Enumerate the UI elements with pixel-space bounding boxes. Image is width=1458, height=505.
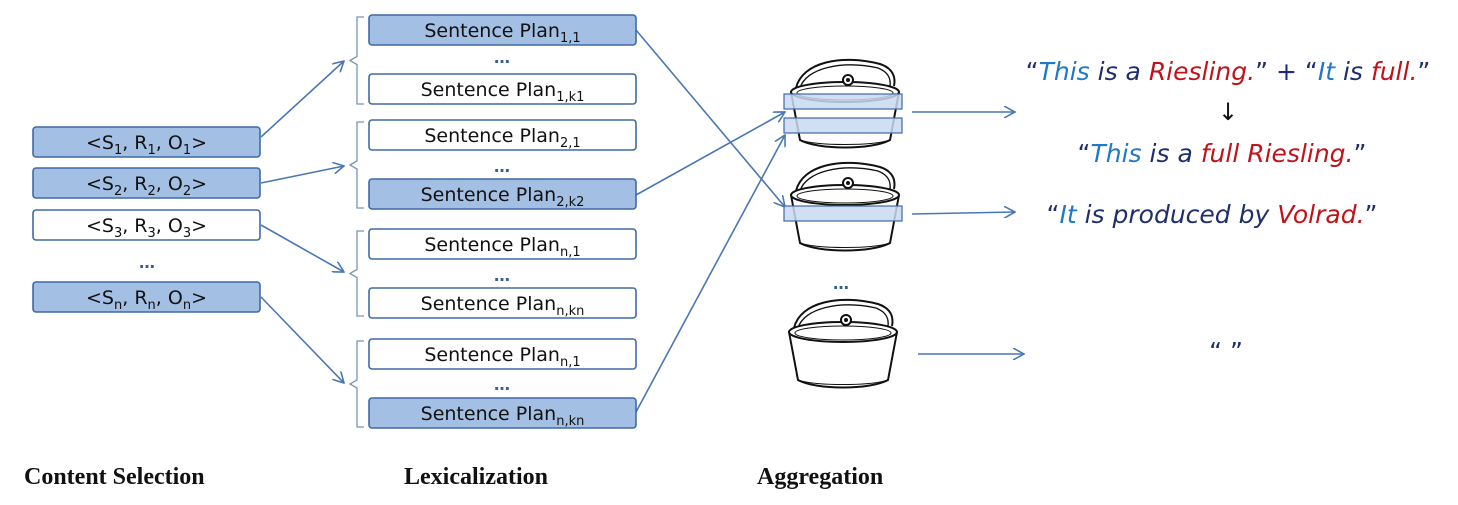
sentence-plan-box: Sentence Plann,kn (368, 397, 637, 429)
triple-box-rect (32, 209, 261, 241)
triple-text: <S1, R1, O1> (86, 132, 207, 158)
flow-arrow (911, 212, 1015, 214)
triple-box: <S2, R2, O2> (32, 167, 261, 199)
plan-ellipsis: … (494, 266, 510, 285)
sentence-plan-rect (368, 397, 637, 429)
bucket-ellipsis: … (833, 274, 849, 293)
sentence-plan-text: Sentence Plann,1 (424, 234, 580, 260)
bucket-icon (788, 298, 898, 389)
arrow-layer (260, 29, 1024, 413)
plan-ellipsis: … (494, 157, 510, 176)
sentence-plan-box: Sentence Plan1,k1 (368, 73, 637, 105)
sentence-plan-rect (368, 178, 637, 210)
bucket-sentence-strip (783, 93, 903, 110)
flow-arrow (635, 112, 785, 196)
sentence-plan-box: Sentence Plan1,1 (368, 14, 637, 46)
output-sentences: “This is a Riesling.” + “It is full.” ↓ “T… (1026, 57, 1431, 366)
sentence-plan-text: Sentence Plann,1 (424, 344, 580, 370)
plan-ellipsis: … (494, 375, 510, 394)
label-content-selection: Content Selection (24, 464, 205, 490)
sentence-plan-box: Sentence Plann,kn (368, 287, 637, 319)
plan-ellipsis: … (494, 48, 510, 67)
triple-box-rect (32, 126, 261, 158)
sentence-plan-text: Sentence Plan1,1 (424, 20, 580, 46)
sentence-plan-box: Sentence Plann,1 (368, 338, 637, 370)
label-lexicalization: Lexicalization (404, 464, 548, 490)
sentence-plan-rect (368, 73, 637, 105)
sentence-plan-rect (368, 338, 637, 370)
output-sentence-aggregated: “This is a full Riesling.” (1078, 139, 1367, 168)
sentence-plan-rect (368, 14, 637, 46)
output-sentence-input-pair: “This is a Riesling.” + “It is full.” (1026, 57, 1431, 86)
bucket-sentence-strip (783, 117, 903, 134)
sentence-plan-text: Sentence Plann,kn (421, 293, 585, 319)
sentence-plan-box: Sentence Plann,1 (368, 228, 637, 260)
group-bracket (348, 340, 364, 428)
flow-arrow (260, 166, 344, 184)
bracket-layer (348, 16, 364, 428)
triple-box: <Sn, Rn, On> (32, 281, 261, 313)
group-bracket (348, 230, 364, 317)
triple-list: <S1, R1, O1> <S2, R2, O2> <S3, R3, O3> <Sn,… (32, 126, 261, 313)
sentence-plan-rect (368, 287, 637, 319)
bucket-layer: … (783, 58, 903, 389)
sentence-plan-rect (368, 228, 637, 260)
flow-arrow (260, 224, 344, 272)
flow-arrow (635, 29, 785, 207)
sentence-plan-box: Sentence Plan2,k2 (368, 178, 637, 210)
output-empty-quote: “ ” (1209, 337, 1243, 366)
sentence-plan-text: Sentence Plann,kn (421, 403, 585, 429)
triple-text: <Sn, Rn, On> (86, 287, 207, 313)
triple-text: <S2, R2, O2> (86, 173, 207, 199)
label-aggregation: Aggregation (757, 464, 883, 490)
group-bracket (348, 121, 364, 209)
sentence-plan-text: Sentence Plan2,k2 (421, 184, 585, 210)
output-sentence-second: “It is produced by Volrad.” (1047, 200, 1378, 229)
bucket-sentence-strip (783, 205, 903, 222)
triple-box: <S1, R1, O1> (32, 126, 261, 158)
flow-arrow (635, 135, 785, 413)
triple-box: <S3, R3, O3> (32, 209, 261, 241)
sentence-plan-rect (368, 119, 637, 151)
sentence-plan-box: Sentence Plan2,1 (368, 119, 637, 151)
down-arrow-icon: ↓ (1218, 98, 1238, 126)
group-bracket (348, 16, 364, 105)
flow-arrow (260, 296, 344, 383)
sentence-plan-text: Sentence Plan1,k1 (421, 79, 585, 105)
triple-box-rect (32, 167, 261, 199)
triple-text: <S3, R3, O3> (86, 215, 207, 241)
triple-ellipsis: … (139, 253, 155, 272)
flow-arrow (260, 61, 344, 138)
sentence-plan-text: Sentence Plan2,1 (424, 125, 580, 151)
triple-box-rect (32, 281, 261, 313)
